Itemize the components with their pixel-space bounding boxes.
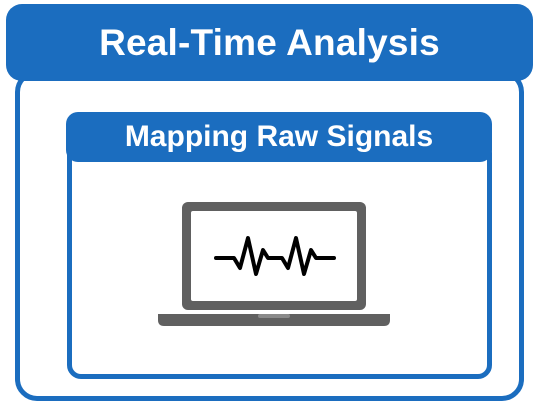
real-time-analysis-title: Real-Time Analysis — [99, 21, 440, 63]
mapping-raw-signals-header: Mapping Raw Signals — [66, 112, 492, 162]
laptop-base — [158, 314, 390, 326]
laptop-waveform-icon — [158, 202, 390, 326]
waveform-icon — [214, 236, 336, 276]
real-time-analysis-header: Real-Time Analysis — [6, 4, 533, 81]
laptop-notch — [258, 314, 290, 318]
mapping-raw-signals-title: Mapping Raw Signals — [124, 120, 434, 153]
